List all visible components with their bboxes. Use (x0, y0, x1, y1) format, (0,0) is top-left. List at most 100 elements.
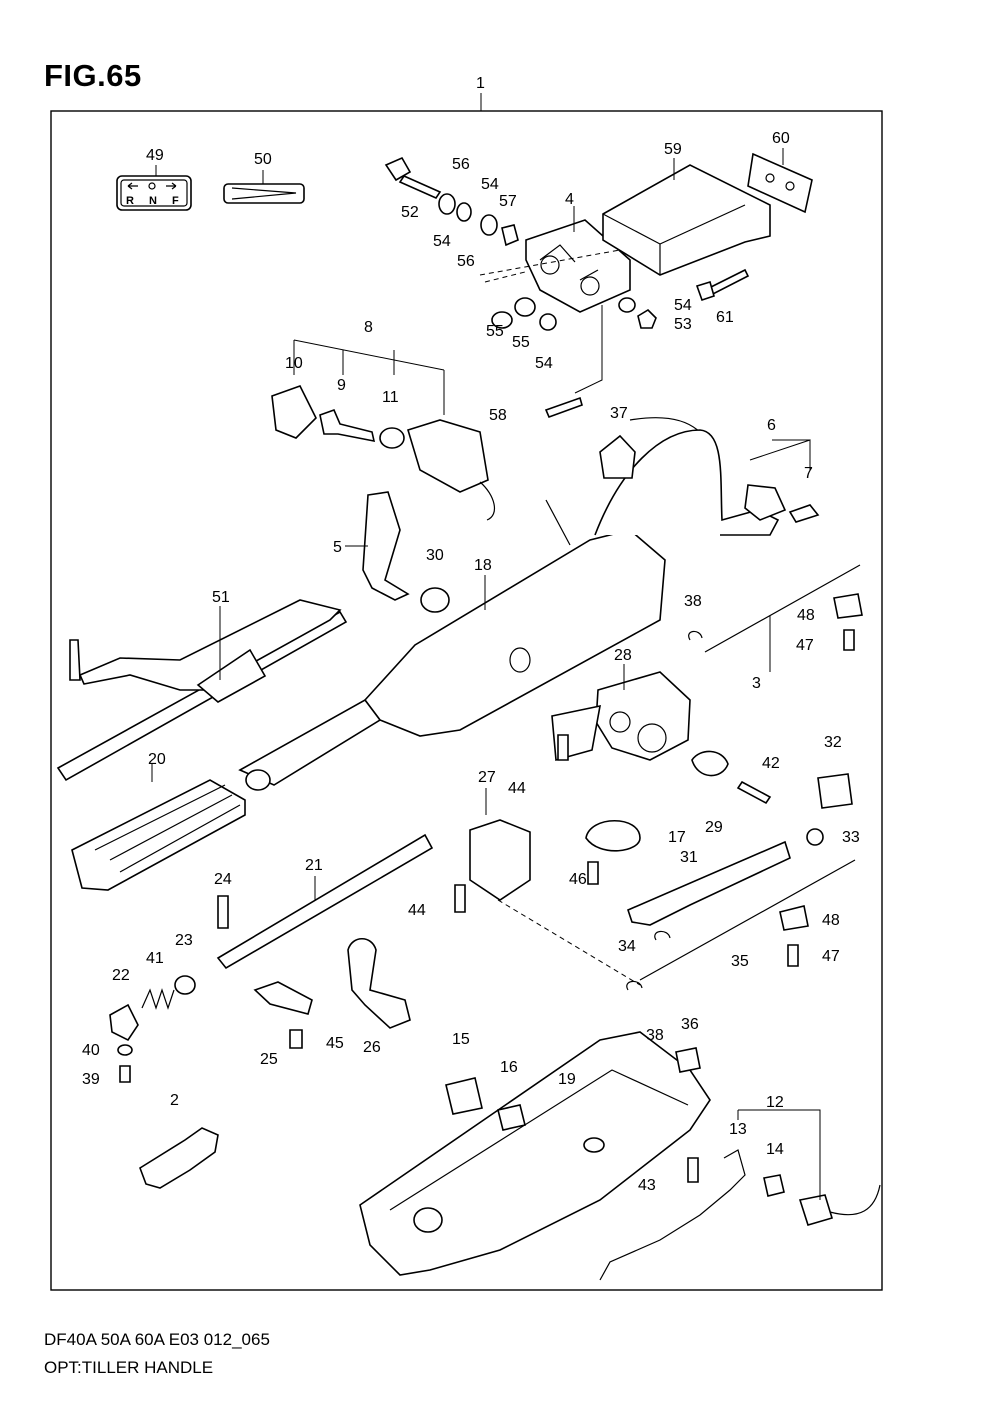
callout: 21 (305, 857, 323, 874)
callout: 44 (408, 902, 426, 919)
callout: 27 (478, 769, 496, 786)
shift-cable-3 (704, 564, 861, 653)
pad-32 (817, 773, 853, 809)
spring-41 (141, 988, 175, 1010)
link-31 (627, 840, 791, 926)
washer-40 (117, 1044, 133, 1056)
callout: 5 (333, 539, 342, 556)
throttle-friction-lever (362, 491, 410, 601)
callout: 49 (146, 147, 164, 164)
callout: 7 (804, 465, 813, 482)
callout: 36 (681, 1016, 699, 1033)
callout: 56 (452, 156, 470, 173)
screw-43 (687, 1157, 699, 1183)
kill-switch-boot (594, 429, 820, 536)
tiller-tube-and-rod (56, 599, 348, 782)
switch-12 (798, 1194, 834, 1226)
diagram-frame (50, 110, 883, 1291)
ball-33 (806, 828, 824, 846)
callout: 48 (797, 607, 815, 624)
shift-letter-r: R (126, 195, 134, 207)
callout: 30 (426, 547, 444, 564)
callout: 44 (508, 780, 526, 797)
pivot-bolt-assembly (384, 156, 519, 247)
callout: 2 (170, 1092, 179, 1109)
callout: 41 (146, 950, 164, 967)
switch-wire (829, 1184, 881, 1216)
screw-45 (289, 1029, 303, 1049)
bracket-48-upper (833, 593, 863, 619)
callout: 43 (638, 1177, 656, 1194)
callout: 13 (729, 1121, 747, 1138)
callout: 17 (668, 829, 686, 846)
stop-switch-lanyard (599, 1149, 746, 1281)
callout: 33 (842, 829, 860, 846)
clip-26 (347, 937, 411, 1029)
collar-23 (174, 975, 196, 995)
block-22 (109, 1003, 139, 1042)
nut-14 (763, 1174, 785, 1197)
callout: 9 (337, 377, 346, 394)
cap-36 (675, 1047, 701, 1073)
grommet-37 (599, 434, 636, 479)
throttle-mechanism (551, 671, 691, 762)
callout: 58 (489, 407, 507, 424)
screw-39 (119, 1065, 131, 1083)
lever-arm-2 (139, 1127, 219, 1189)
callout: 40 (82, 1042, 100, 1059)
decal-part (223, 183, 305, 204)
callout: 32 (824, 734, 842, 751)
callout: 20 (148, 751, 166, 768)
callout-labels: 1 2 3 4 5 6 7 8 9 10 11 12 13 14 15 16 1… (82, 75, 860, 1194)
throttle-rod-21 (216, 833, 434, 970)
callout: 34 (618, 938, 636, 955)
callout: 46 (569, 871, 587, 888)
callout: 56 (457, 253, 475, 270)
screw-44-lower (454, 884, 466, 913)
throttle-grip (71, 779, 246, 891)
callout: 22 (112, 967, 130, 984)
clip-38-upper (688, 630, 703, 641)
clip-34 (654, 930, 671, 941)
callout: 60 (772, 130, 790, 147)
swivel-bracket (525, 219, 631, 313)
holder-16 (497, 1104, 526, 1131)
pin-24 (217, 895, 229, 929)
callout: 47 (796, 637, 814, 654)
callout: 14 (766, 1141, 784, 1158)
callout: 28 (614, 647, 632, 664)
shift-plate (469, 819, 531, 901)
callout: 18 (474, 557, 492, 574)
callout: 47 (822, 948, 840, 965)
callout: 35 (731, 953, 749, 970)
clamp-25 (253, 981, 313, 1015)
footer-caption: OPT:TILLER HANDLE (44, 1358, 214, 1377)
callout: 19 (558, 1071, 576, 1088)
callout: 3 (752, 675, 761, 692)
shift-label-plate: R N F (116, 175, 192, 211)
screw-42 (736, 780, 772, 805)
shift-letter-f: F (172, 195, 179, 207)
figure-title: FIG.65 (44, 58, 142, 93)
grommet-29 (691, 750, 729, 777)
callout: 57 (499, 193, 517, 210)
callout: 38 (646, 1027, 664, 1044)
callout: 16 (500, 1059, 518, 1076)
callout: 1 (476, 75, 485, 92)
callout: 29 (705, 819, 723, 836)
callout: 15 (452, 1031, 470, 1048)
callout: 25 (260, 1051, 278, 1068)
callout: 11 (382, 389, 399, 406)
callout: 55 (512, 334, 530, 351)
callout: 52 (401, 204, 419, 221)
screw-44-upper (557, 734, 569, 761)
bracket-48-lower (779, 905, 809, 931)
leader-lines (151, 148, 821, 1200)
callout: 54 (433, 233, 451, 250)
callout: 38 (684, 593, 702, 610)
relay-15 (445, 1077, 483, 1115)
callout: 39 (82, 1071, 100, 1088)
lower-bracket-19 (359, 1031, 711, 1276)
callout: 55 (486, 323, 504, 340)
